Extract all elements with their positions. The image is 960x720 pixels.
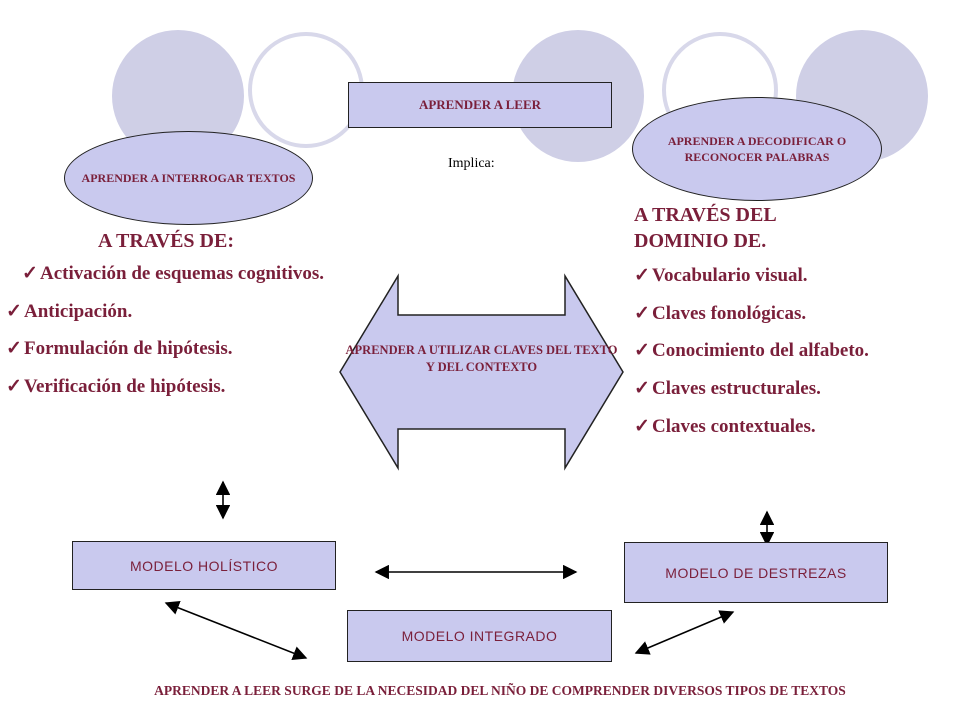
left-list-block: A TRAVÉS DE: ✓Activación de esquemas cog… — [6, 228, 340, 413]
holistic-model-label: MODELO HOLÍSTICO — [129, 557, 279, 574]
list-item: ✓Anticipación. — [6, 300, 340, 325]
check-icon: ✓ — [6, 300, 22, 322]
double-arrow-shape — [339, 273, 624, 471]
list-item: ✓Claves fonológicas. — [634, 302, 874, 327]
list-item: ✓Claves contextuales. — [634, 415, 874, 440]
right-list-heading: A TRAVÉS DEL DOMINIO DE. — [634, 204, 776, 252]
connector-integrated-skills — [634, 610, 735, 655]
learn-to-read-label: APRENDER A LEER — [418, 97, 542, 112]
left-list: ✓Activación de esquemas cognitivos. ✓Ant… — [6, 262, 340, 400]
decor-ring-1 — [248, 32, 364, 148]
decode-words-oval: APRENDER A DECODIFICAR O RECONOCER PALAB… — [632, 97, 882, 201]
check-icon: ✓ — [22, 263, 38, 284]
check-icon: ✓ — [634, 415, 650, 437]
learn-to-read-box: APRENDER A LEER — [348, 82, 612, 128]
list-item: ✓Conocimiento del alfabeto. — [634, 339, 874, 364]
check-icon: ✓ — [634, 265, 650, 286]
decode-words-label: APRENDER A DECODIFICAR O RECONOCER PALAB… — [667, 133, 847, 164]
skills-model-label: MODELO DE DESTREZAS — [665, 564, 847, 581]
holistic-model-box: MODELO HOLÍSTICO — [72, 541, 336, 590]
list-item: ✓Activación de esquemas cognitivos. — [6, 262, 340, 287]
integrated-model-label: MODELO INTEGRADO — [401, 628, 558, 644]
check-icon: ✓ — [634, 340, 650, 362]
right-list-block: A TRAVÉS DEL DOMINIO DE. ✓Vocabulario vi… — [634, 202, 874, 452]
list-item: ✓Claves estructurales. — [634, 377, 874, 402]
right-list: ✓Vocabulario visual. ✓Claves fonológicas… — [634, 264, 874, 439]
interrogate-texts-oval: APRENDER A INTERROGAR TEXTOS — [64, 131, 313, 225]
check-icon: ✓ — [634, 302, 650, 324]
list-item: ✓Formulación de hipótesis. — [6, 337, 340, 362]
use-clues-label: APRENDER A UTILIZAR CLAVES DEL TEXTO Y D… — [345, 343, 618, 374]
integrated-model-box: MODELO INTEGRADO — [347, 610, 612, 662]
list-item: ✓Verificación de hipótesis. — [6, 375, 340, 400]
list-item: ✓Vocabulario visual. — [634, 264, 874, 289]
implies-label: Implica: — [448, 156, 495, 171]
connector-holistic-integrated — [164, 601, 308, 660]
check-icon: ✓ — [6, 338, 22, 360]
footer-statement: APRENDER A LEER SURGE DE LA NECESIDAD DE… — [154, 683, 846, 698]
skills-model-box: MODELO DE DESTREZAS — [624, 542, 888, 603]
check-icon: ✓ — [6, 376, 22, 398]
check-icon: ✓ — [634, 378, 650, 400]
interrogate-texts-label: APRENDER A INTERROGAR TEXTOS — [81, 170, 296, 185]
left-list-heading: A TRAVÉS DE: — [98, 230, 234, 252]
